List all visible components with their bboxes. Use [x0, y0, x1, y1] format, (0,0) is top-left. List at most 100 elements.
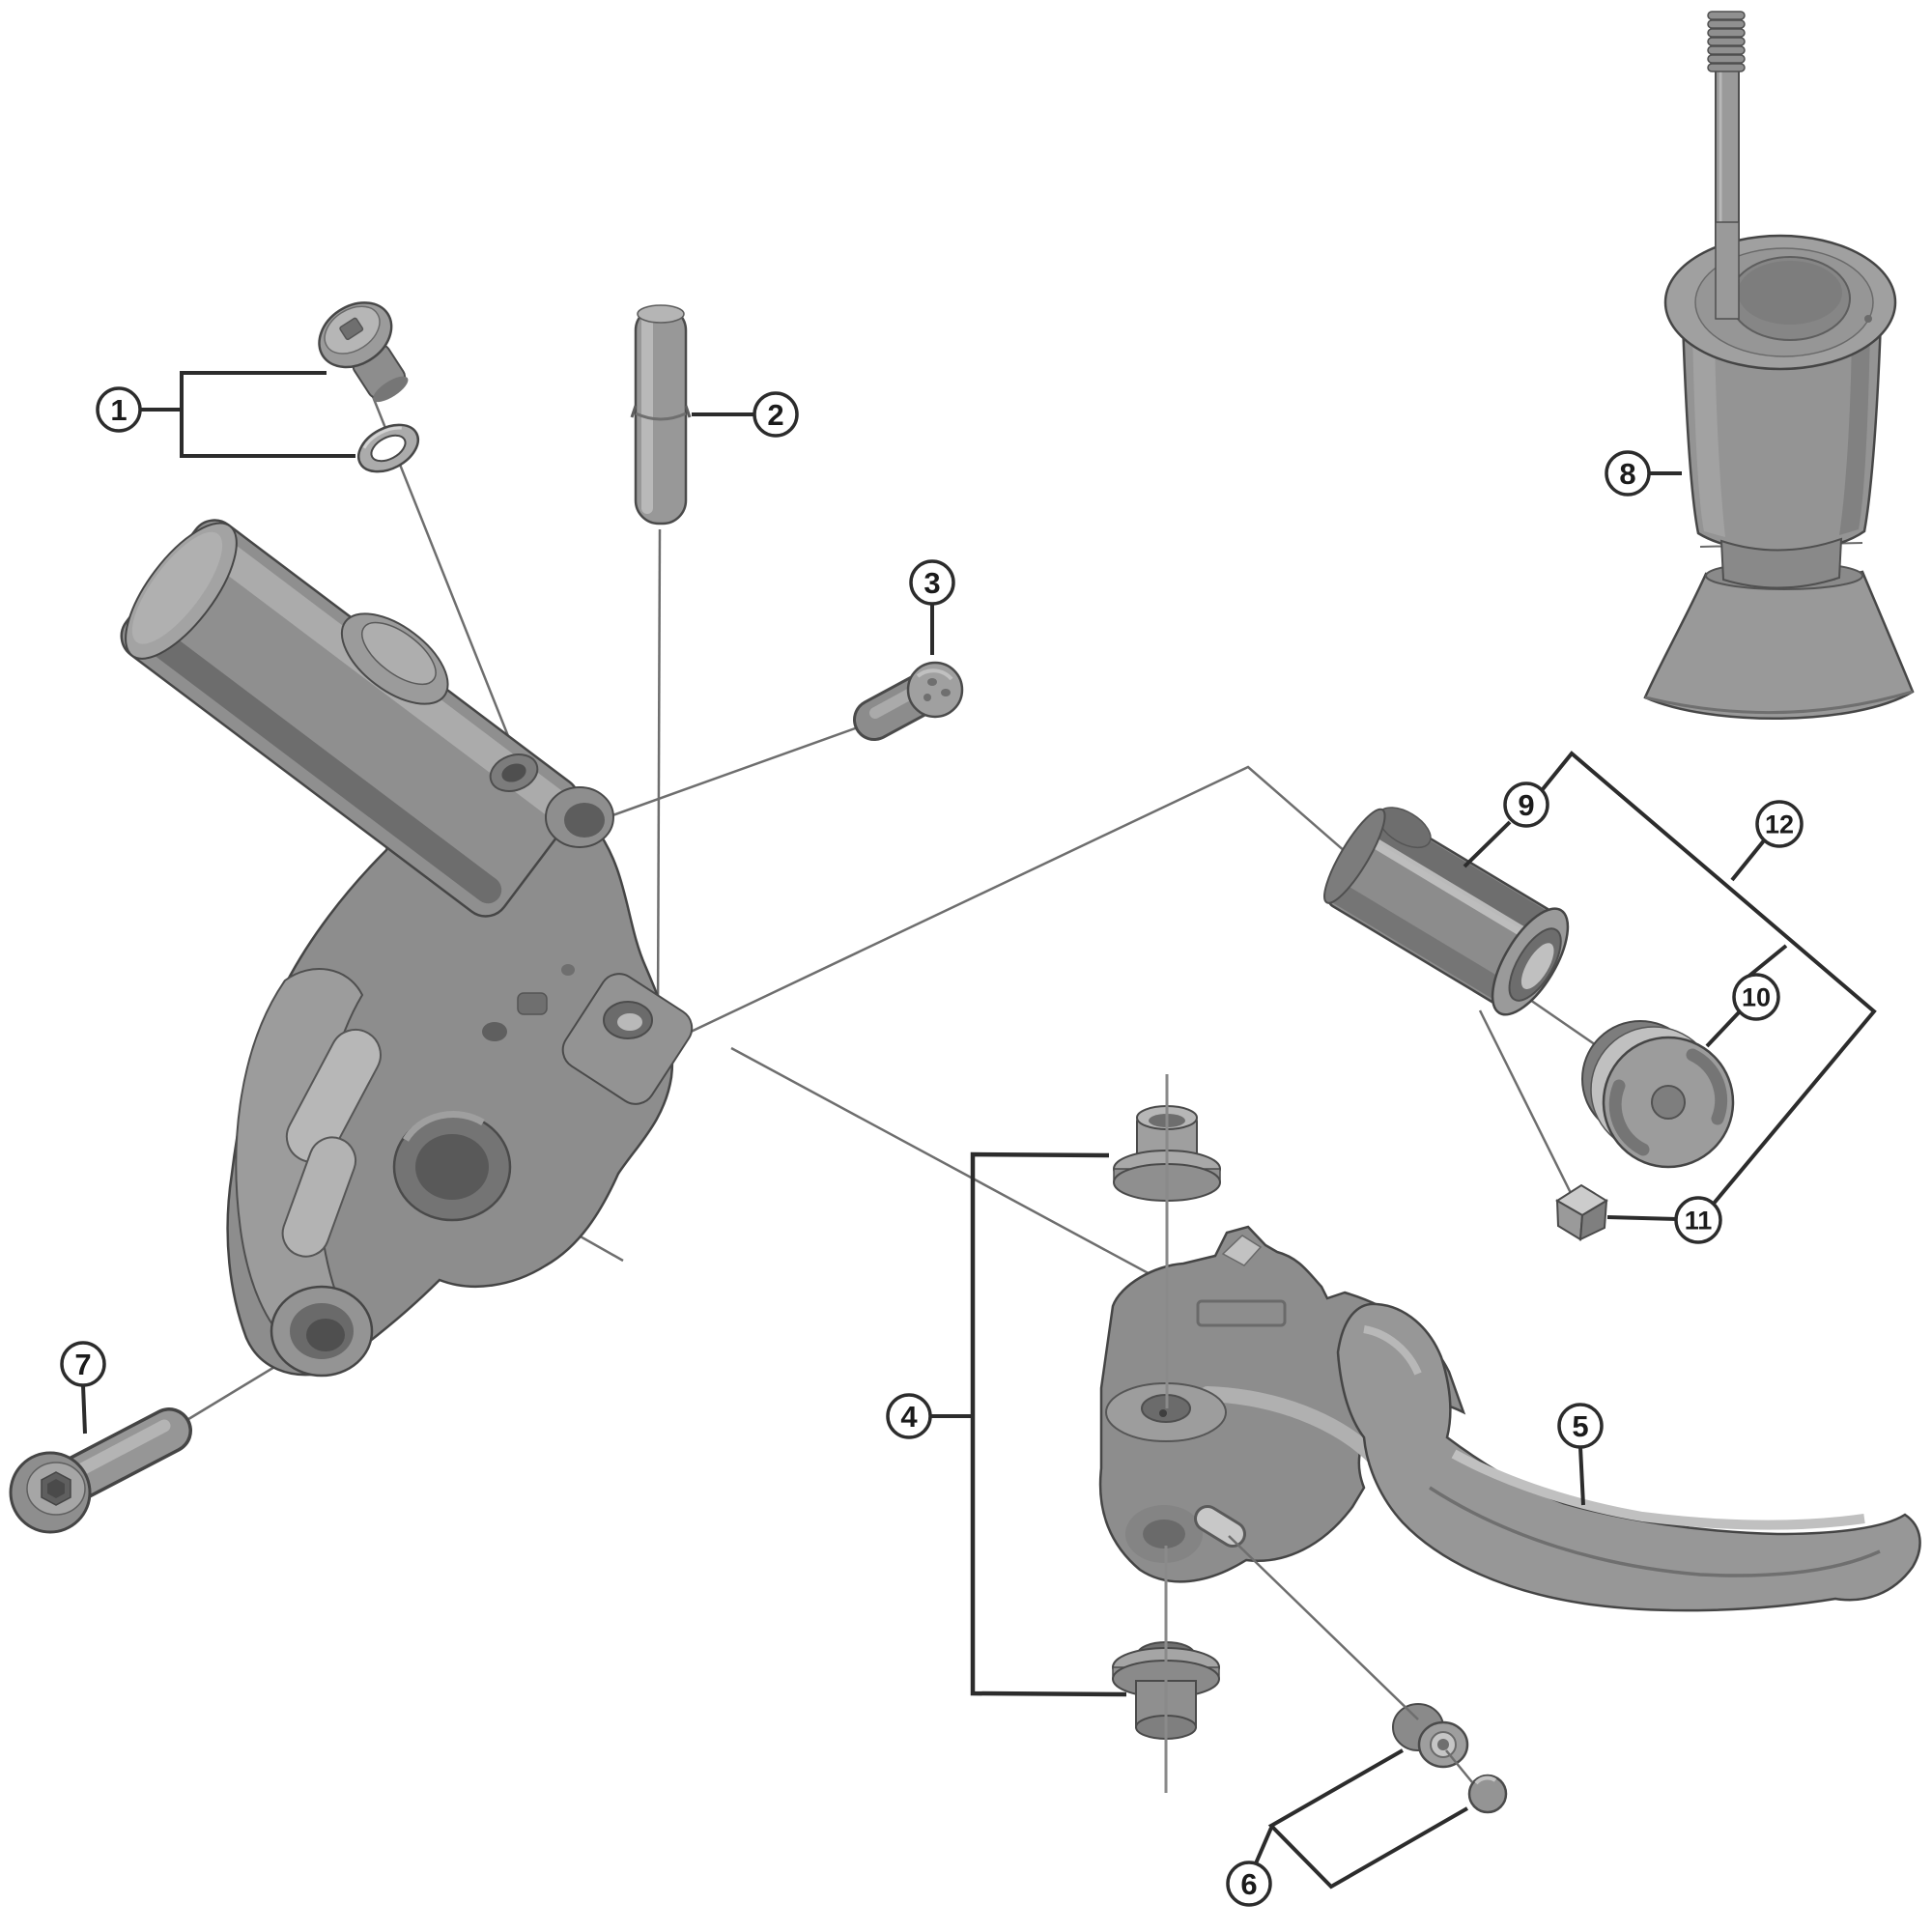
callout-7-label: 7	[74, 1348, 91, 1381]
bolt3-axis	[590, 725, 859, 825]
blade-contour	[1429, 1486, 1881, 1577]
bracket-1	[180, 371, 355, 458]
piston-center-hole	[1651, 1085, 1686, 1120]
piston-groove	[1608, 1079, 1650, 1156]
bracket-4-lines	[970, 1151, 1127, 1697]
callout-10: 10	[1732, 973, 1780, 1021]
sleeve-slot	[1363, 833, 1545, 948]
shading	[403, 1111, 485, 1142]
callout-7: 7	[60, 1341, 106, 1387]
callout-5: 5	[1557, 1403, 1604, 1449]
shading	[916, 668, 953, 681]
o-ring-hole	[370, 434, 407, 463]
shading	[1331, 883, 1514, 1004]
leader-to-cube	[1478, 1009, 1574, 1196]
callout-balloons: 1 2 3 4 5 6 7 8	[60, 386, 1804, 1907]
leader-body-to-lever-axis	[730, 1046, 1169, 1286]
callout-leaders	[81, 371, 1877, 1889]
shading	[1738, 261, 1842, 325]
shading	[1644, 690, 1914, 715]
clamp-bolt	[9, 1407, 192, 1534]
clamp-slot-upper	[285, 1028, 382, 1163]
rod-lower	[1715, 221, 1740, 320]
small-hole	[561, 964, 575, 976]
leader-nut-to-ball	[1445, 1749, 1473, 1783]
sleeve-bore-inner	[1520, 943, 1554, 989]
reservoir-barrel	[120, 519, 581, 918]
bleed-funnel	[1643, 11, 1915, 720]
callout-3: 3	[909, 559, 955, 606]
callout-8-label: 8	[1619, 457, 1635, 491]
pivot-sleeve	[1323, 807, 1570, 1016]
drive-hole	[923, 694, 931, 701]
callout-9-label: 9	[1518, 788, 1534, 822]
callout-11: 11	[1674, 1196, 1722, 1244]
reservoir-cap	[361, 621, 437, 686]
leader-9a	[1463, 820, 1512, 868]
lever-axle-screw	[853, 661, 964, 741]
piston	[1581, 1020, 1735, 1169]
lever-horn-face	[1221, 1235, 1263, 1266]
shading	[1363, 1325, 1422, 1376]
pushrod-parts	[1392, 1703, 1508, 1814]
lower-lobe-bore	[1143, 1520, 1185, 1548]
callout-8: 8	[1605, 450, 1651, 497]
callout-4-label: 4	[900, 1400, 918, 1434]
banjo-bore	[564, 803, 605, 838]
bleed-port-hole	[501, 763, 526, 782]
leader-10a	[1705, 1009, 1743, 1048]
bracket-4	[970, 1151, 1127, 1697]
cam-block	[1555, 1183, 1608, 1241]
screw-drive-socket	[339, 317, 364, 341]
leader-6	[1254, 1827, 1273, 1864]
drive-hole	[927, 678, 937, 686]
clamp-bolt-bore-inner	[306, 1319, 345, 1351]
lever-assembly	[1098, 1225, 1921, 1612]
piston-groove	[1686, 1048, 1728, 1125]
small-slot	[517, 992, 548, 1015]
callout-4: 4	[886, 1393, 932, 1439]
shading	[362, 426, 402, 449]
callout-12: 12	[1755, 800, 1804, 848]
callout-2-label: 2	[767, 398, 783, 432]
lever-pivot-bore-inner	[415, 1134, 489, 1200]
callout-3-label: 3	[923, 566, 940, 600]
cam-pin	[1197, 1508, 1243, 1545]
hex-socket-inner	[47, 1479, 65, 1498]
master-cylinder-body	[120, 519, 694, 1378]
leader-5	[1578, 1446, 1585, 1506]
pushrod-ball	[1467, 1774, 1508, 1814]
leader-11	[1606, 1215, 1678, 1221]
shading	[1839, 328, 1870, 535]
rim-dot	[1864, 315, 1872, 323]
leader-campin-to-nut	[1228, 1535, 1419, 1720]
pin-top	[637, 304, 685, 324]
shading	[617, 1013, 642, 1031]
pin-axis	[656, 528, 662, 1021]
vertical-axis-lines	[1164, 1074, 1169, 1793]
o-ring	[356, 423, 420, 473]
lever-window	[1196, 1299, 1287, 1327]
callout-5-label: 5	[1572, 1409, 1588, 1443]
bracket-12	[1541, 751, 1877, 1207]
callout-11-label: 11	[1685, 1206, 1713, 1235]
clamp-hinge-pin	[630, 304, 692, 526]
callout-1-label: 1	[110, 393, 127, 427]
leader-body-to-sleeve	[456, 765, 1377, 1145]
shading	[641, 315, 653, 514]
shading	[1692, 328, 1725, 537]
drive-hole	[941, 689, 951, 696]
sleeve-open-end	[1323, 808, 1386, 904]
brake-lever-blade	[1336, 1302, 1921, 1612]
callout-9: 9	[1503, 781, 1549, 828]
leader-7	[81, 1384, 87, 1435]
shading	[373, 376, 409, 403]
shading	[137, 622, 502, 904]
pin-groove	[635, 412, 687, 421]
bleed-screw	[318, 301, 409, 403]
blade-top-highlight	[1451, 1449, 1865, 1530]
callout-6: 6	[1226, 1861, 1272, 1907]
pushrod-leader	[1228, 1535, 1473, 1783]
